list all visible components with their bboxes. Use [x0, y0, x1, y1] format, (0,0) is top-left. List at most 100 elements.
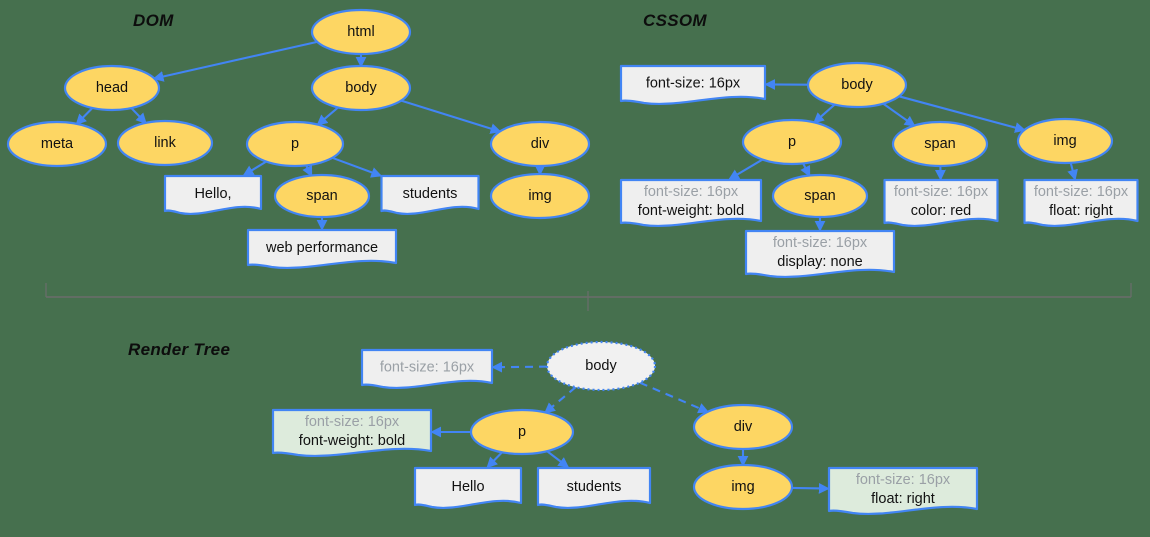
node-label-c-span2: span	[804, 188, 836, 204]
rule-box-r-img[interactable]	[1023, 178, 1139, 227]
declaration-r-span1-0: font-size: 16px	[893, 184, 989, 200]
rule-box-text-tr-body: font-size: 16px	[380, 359, 474, 378]
edge-t-img-to-tr-img	[791, 482, 830, 494]
node-shape-link[interactable]	[116, 119, 214, 167]
edge-t-body-to-t-p	[544, 386, 577, 414]
node-label-t-p: p	[517, 424, 527, 440]
rule-box-text-r-img: font-size: 16px float: right	[1034, 183, 1128, 221]
declaration-r-img-0: font-size: 16px	[1033, 184, 1129, 200]
node-label-p: p	[290, 136, 300, 152]
node-shape-t-students[interactable]	[536, 466, 652, 509]
node-shape-html[interactable]	[310, 8, 412, 56]
edge-html-to-head	[152, 40, 318, 82]
edge-body-to-div	[400, 99, 502, 134]
node-shape-div[interactable]	[489, 120, 591, 168]
node-shape-span[interactable]	[273, 173, 371, 219]
node-shape-c-p[interactable]	[741, 118, 843, 166]
edge-t-p-to-t-hello	[486, 451, 503, 469]
rule-box-text-r-span1: font-size: 16px color: red	[894, 183, 988, 221]
rule-box-r-span2[interactable]	[744, 229, 896, 278]
edge-t-p-to-t-students	[546, 450, 570, 469]
node-shape-webperf[interactable]	[246, 228, 398, 269]
node-shape-students[interactable]	[380, 174, 480, 215]
edge-c-body-to-c-span1	[882, 102, 916, 127]
edge-c-img-to-r-img	[1067, 162, 1078, 181]
node-label-t-hello: Hello	[451, 479, 485, 495]
node-label-body: body	[345, 80, 377, 96]
declaration-r-span2-0: font-size: 16px	[772, 235, 868, 251]
edge-t-body-to-tr-body	[491, 361, 548, 373]
node-shape-t-img[interactable]	[692, 463, 794, 511]
node-shape-img[interactable]	[489, 172, 591, 220]
rule-box-r-body[interactable]	[619, 64, 767, 105]
node-shape-c-span1[interactable]	[891, 120, 989, 168]
edge-c-body-to-c-p	[813, 103, 836, 124]
node-shape-t-p[interactable]	[469, 408, 575, 456]
declaration-r-p-0: font-size: 16px	[643, 184, 739, 200]
edge-p-to-students	[331, 156, 383, 178]
rule-box-text-r-p: font-size: 16px font-weight: bold	[638, 183, 744, 221]
rule-box-tr-body[interactable]	[360, 348, 494, 389]
declaration-r-body-0: font-size: 16px	[645, 75, 741, 92]
edge-c-p-to-r-p	[728, 158, 763, 180]
node-label-div: div	[530, 136, 550, 152]
rule-box-text-r-body: font-size: 16px	[646, 75, 740, 94]
node-label-head: head	[95, 80, 129, 96]
rule-box-tr-p[interactable]	[271, 408, 433, 457]
node-label-span: span	[306, 188, 338, 204]
node-label-c-span1: span	[924, 136, 956, 152]
node-label-hello: Hello,	[194, 186, 232, 202]
section-title-cssom: CSSOM	[643, 11, 707, 30]
node-label-html: html	[347, 24, 375, 40]
node-label-webperf: web performance	[265, 240, 379, 256]
node-label-meta: meta	[40, 136, 74, 152]
node-label-c-body: body	[841, 77, 873, 93]
node-label-img: img	[528, 188, 552, 204]
edge-head-to-meta	[75, 107, 94, 126]
node-label-c-img: img	[1053, 133, 1077, 149]
node-label-t-body: body	[585, 358, 617, 374]
declaration-tr-img-0: font-size: 16px	[855, 472, 951, 488]
edge-body-to-p	[316, 106, 339, 126]
rule-box-tr-img[interactable]	[827, 466, 979, 515]
node-label-link: link	[154, 135, 176, 151]
edge-t-body-to-t-div	[639, 381, 710, 414]
edge-c-body-to-c-img	[898, 95, 1026, 133]
declaration-tr-p-0: font-size: 16px	[304, 414, 400, 430]
node-shape-t-body[interactable]	[545, 340, 657, 392]
edge-p-to-hello	[242, 160, 267, 176]
node-label-students: students	[402, 186, 458, 202]
node-shape-c-span2[interactable]	[771, 173, 869, 219]
declaration-tr-body-0: font-size: 16px	[379, 359, 475, 376]
node-label-t-div: div	[733, 419, 753, 435]
node-label-t-students: students	[566, 479, 622, 495]
edge-p-to-span	[302, 164, 313, 178]
rule-box-r-span1[interactable]	[883, 178, 999, 227]
node-shape-hello[interactable]	[163, 174, 263, 215]
rule-box-text-tr-p: font-size: 16px font-weight: bold	[299, 413, 405, 451]
declaration-r-img-1: float: right	[1049, 203, 1113, 219]
node-label-c-p: p	[787, 134, 797, 150]
section-title-render-tree: Render Tree	[128, 340, 231, 359]
node-shape-head[interactable]	[63, 64, 161, 112]
node-shape-meta[interactable]	[6, 120, 108, 168]
node-shape-c-img[interactable]	[1016, 117, 1114, 165]
node-shape-t-hello[interactable]	[413, 466, 523, 509]
node-shape-c-body[interactable]	[806, 61, 908, 109]
declaration-r-span2-1: display: none	[777, 254, 863, 270]
rule-box-text-r-span2: font-size: 16px display: none	[773, 234, 867, 272]
declaration-r-p-1: font-weight: bold	[637, 203, 745, 219]
section-divider	[45, 283, 1132, 311]
rule-box-r-p[interactable]	[619, 178, 763, 227]
edge-head-to-link	[130, 107, 147, 125]
node-shape-t-div[interactable]	[692, 403, 794, 451]
edge-c-p-to-c-span2	[800, 162, 811, 178]
section-title-dom: DOM	[133, 11, 174, 30]
node-shape-body[interactable]	[310, 64, 412, 112]
declaration-r-span1-1: color: red	[910, 203, 972, 219]
node-shape-p[interactable]	[245, 120, 345, 168]
declaration-tr-p-1: font-weight: bold	[298, 433, 406, 449]
